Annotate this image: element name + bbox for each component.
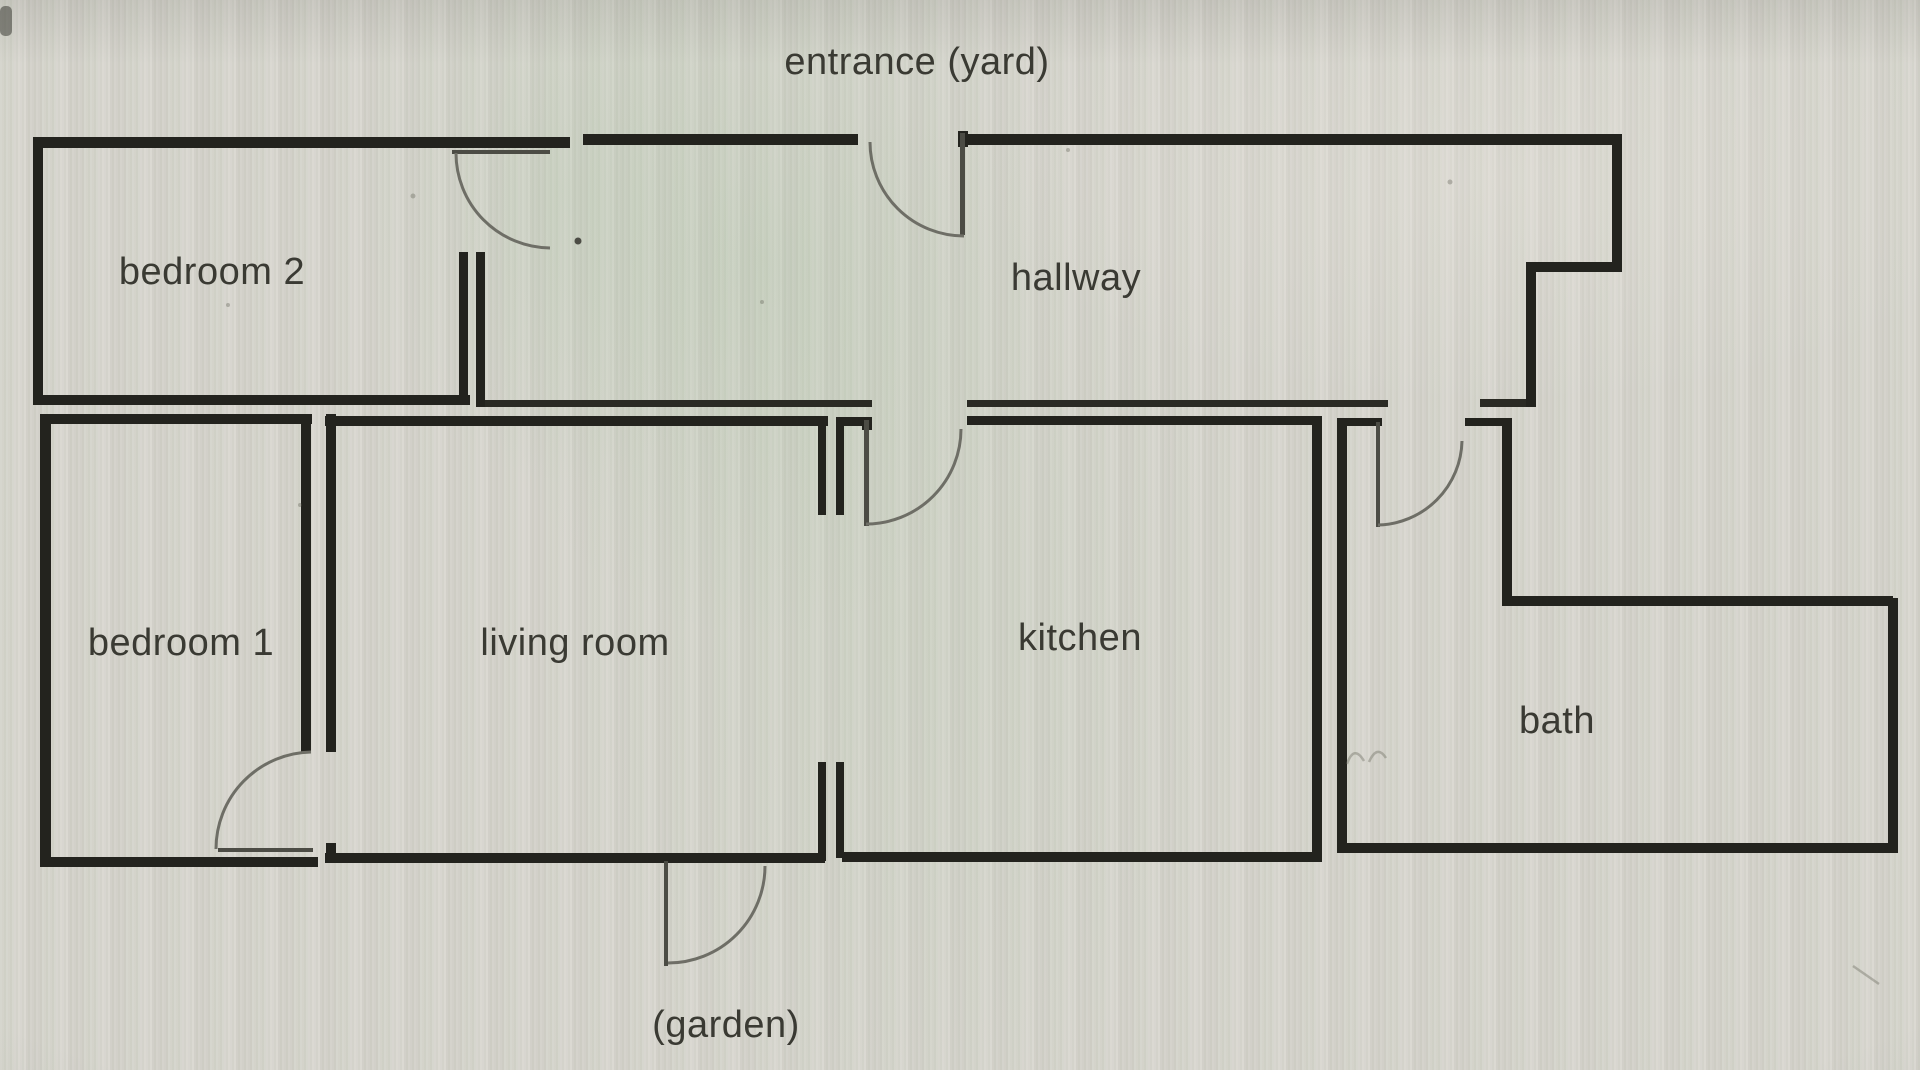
label-bath: bath [1519, 700, 1595, 742]
garden-door-swing-arc [667, 865, 767, 965]
wall-hallway-right [1612, 134, 1622, 272]
label-kitchen: kitchen [1018, 617, 1142, 659]
wall-bedroom1-left [40, 414, 51, 867]
wall-living-kitchen-east-lower [836, 762, 844, 858]
wall-kitchen-top-stub [836, 417, 870, 426]
wall-kitchen-right [1312, 416, 1322, 862]
bedroom2-door-swing-arc [454, 152, 551, 250]
wall-bath-mid-horizontal [1502, 596, 1893, 606]
scratch-mark [1852, 964, 1880, 986]
bath-door-leaf [1376, 422, 1380, 527]
wall-bedroom2-left [33, 137, 43, 405]
kitchen-door-leaf [864, 420, 869, 526]
wall-hallway-south-left [484, 400, 872, 407]
wall-kitchen-bottom [842, 852, 1322, 862]
dust-speck [410, 193, 416, 199]
wall-living-kitchen-east-upper [836, 420, 844, 515]
wall-hallway-top-left [583, 134, 858, 145]
bedroom2-door-leaf [452, 150, 550, 154]
wall-bedroom1-bottom [40, 857, 318, 867]
bedroom1-door-leaf [218, 848, 313, 852]
dust-speck [1447, 179, 1453, 185]
wall-hallway-notch-vertical [1526, 262, 1536, 407]
wall-livingroom-bottom [325, 853, 825, 863]
entrance-door-leaf [960, 133, 965, 235]
dust-speck [298, 503, 302, 507]
doors [214, 131, 1464, 966]
wall-livingroom-left-stub [326, 843, 336, 859]
wall-bath-top-right [1465, 418, 1510, 426]
wall-bedroom1-top [40, 414, 312, 424]
wall-bath-bottom [1337, 843, 1898, 853]
photo-artifacts [0, 6, 1880, 986]
wall-kitchen-top [967, 416, 1322, 425]
wall-hallway-south-right [967, 400, 1388, 407]
label-living-room: living room [480, 622, 669, 664]
kitchen-door-swing-arc [865, 428, 963, 526]
corner-blotch [0, 6, 12, 36]
room-labels: entrance (yard) bedroom 2 hallway bedroo… [88, 41, 1595, 1046]
wall-bath-upper-right [1502, 418, 1512, 603]
wall-bath-left [1337, 418, 1347, 849]
wall-hallway-notch-horizontal [1530, 262, 1622, 272]
wall-living-kitchen-west-upper [818, 420, 826, 515]
wall-hallway-west [476, 252, 485, 407]
label-bedroom1: bedroom 1 [88, 622, 274, 664]
wall-livingroom-left-upper [326, 414, 336, 752]
dust-speck [1066, 148, 1070, 152]
wall-bedroom1-right-upper [301, 414, 311, 752]
dust-speck [760, 300, 764, 304]
wall-living-kitchen-west-lower [818, 762, 826, 861]
wall-bedroom2-right [459, 252, 468, 405]
label-entrance-yard: entrance (yard) [784, 41, 1049, 83]
wall-bedroom2-top [33, 137, 570, 148]
wall-hallway-top-right [967, 134, 1622, 145]
wall-hallway-south-stub [1480, 399, 1534, 407]
wall-bath-top-left [1342, 418, 1382, 426]
wall-livingroom-top [325, 416, 828, 426]
wall-bedroom2-bottom [33, 395, 470, 405]
door-hinge-dot [574, 237, 582, 245]
smudge-mark [1345, 752, 1366, 765]
label-garden: (garden) [652, 1004, 800, 1046]
garden-door-leaf [664, 861, 668, 966]
bedroom1-door-swing-arc [214, 750, 312, 850]
entrance-door-swing-arc [868, 141, 965, 238]
walls [33, 134, 1898, 867]
dust-speck [226, 303, 230, 307]
label-bedroom2: bedroom 2 [119, 251, 305, 293]
bath-door-swing-arc [1377, 440, 1464, 527]
smudge-mark [1367, 750, 1388, 763]
wall-bath-right [1888, 598, 1898, 853]
label-hallway: hallway [1011, 257, 1141, 299]
